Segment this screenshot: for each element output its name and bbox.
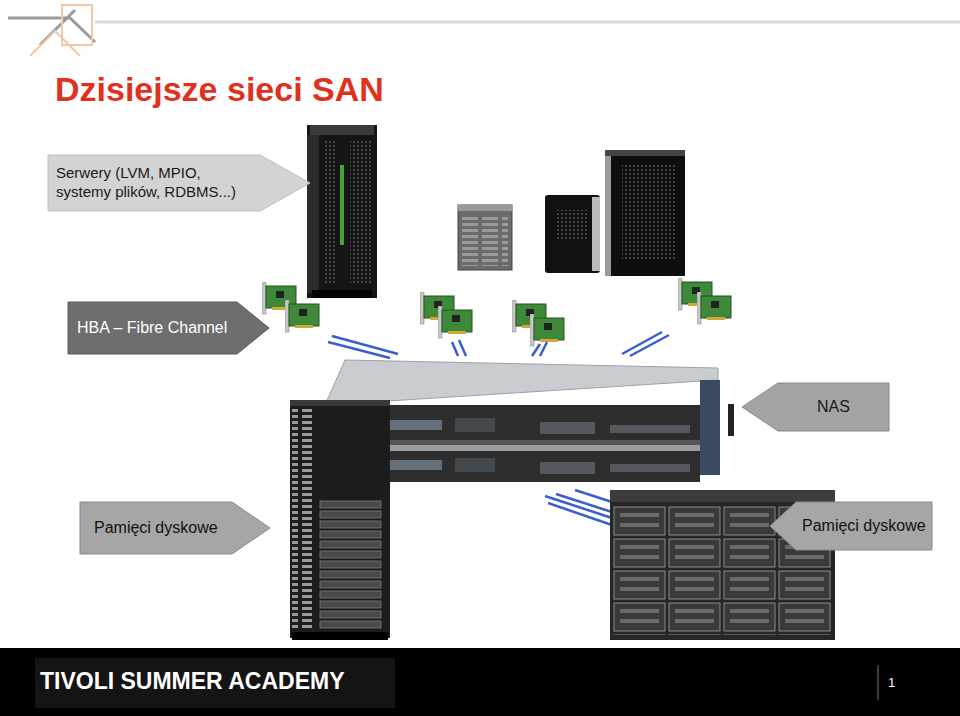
server xyxy=(458,205,512,270)
callout-fill xyxy=(742,383,889,431)
callout-arrow: HBA – Fibre Channel xyxy=(68,302,269,354)
fibre-cable xyxy=(548,503,612,525)
logo-stroke xyxy=(30,31,80,56)
server-front xyxy=(462,214,508,266)
callout-fill xyxy=(68,302,269,354)
server-bay xyxy=(610,464,690,472)
callout-text: Serwery (LVM, MPIO, systemy plików, RDBM… xyxy=(56,164,252,202)
callout-text: NAS xyxy=(817,397,850,417)
logo-stroke xyxy=(8,18,95,42)
callout-label: HBA – Fibre Channel xyxy=(77,318,227,338)
callout-label: Pamięci dyskowe xyxy=(802,516,926,536)
tower-edge xyxy=(592,197,600,271)
hba-card xyxy=(438,306,472,338)
storage-rack-top xyxy=(290,400,390,406)
mainframe xyxy=(307,125,377,298)
mainframe-grill xyxy=(350,140,372,285)
slide-title: Dzisiejsze sieci SAN xyxy=(55,70,384,109)
callout-text: Pamięci dyskowe xyxy=(94,518,218,538)
fibre-cable xyxy=(556,494,612,512)
fibre-cable xyxy=(540,342,547,356)
logo-frame xyxy=(62,5,92,45)
tower-server xyxy=(545,195,600,273)
page-number: 1 xyxy=(888,675,895,690)
callout-shape xyxy=(742,383,889,431)
callout-fill xyxy=(770,502,932,550)
tower-top xyxy=(605,150,685,156)
storage-drives xyxy=(318,500,383,630)
hba-card xyxy=(530,314,564,346)
server-bay xyxy=(610,425,690,433)
tower-edge xyxy=(605,150,611,276)
server-bay xyxy=(540,422,595,434)
server-connectors xyxy=(700,380,720,475)
callout-fill xyxy=(48,155,310,211)
storage-rack-base xyxy=(292,632,388,640)
server-top xyxy=(458,205,512,211)
mainframe-base xyxy=(312,290,372,298)
mainframe-side xyxy=(307,135,319,293)
fibre-cable xyxy=(532,344,540,356)
callout-arrow: Pamięci dyskowe xyxy=(770,502,932,550)
mainframe-grill xyxy=(324,140,336,285)
footer-divider xyxy=(878,665,879,700)
callout-fill xyxy=(80,502,270,554)
fibre-cable xyxy=(328,342,390,358)
rack-server-top xyxy=(325,360,718,405)
callout-arrow: Pamięci dyskowe xyxy=(80,502,270,554)
disk-array-top xyxy=(610,490,835,502)
storage-rack xyxy=(290,400,390,638)
callout-label: Serwery (LVM, MPIO, systemy plików, RDBM… xyxy=(56,164,252,202)
server-controls xyxy=(455,458,495,472)
fibre-cable xyxy=(575,490,612,502)
fibre-cable xyxy=(452,342,458,356)
top-rule xyxy=(95,21,960,24)
mainframe-light xyxy=(340,165,344,245)
storage-rack-slots xyxy=(292,408,312,630)
tower-vent xyxy=(555,210,587,240)
fibre-cable xyxy=(630,335,669,356)
nas-device xyxy=(728,404,734,436)
callout-arrow: Serwery (LVM, MPIO, systemy plików, RDBM… xyxy=(48,155,310,211)
hba-card xyxy=(697,292,731,324)
footer-panel xyxy=(35,658,395,708)
callout-label: NAS xyxy=(817,397,850,417)
mainframe-cap xyxy=(310,125,374,135)
callout-text: Pamięci dyskowe xyxy=(802,516,926,536)
callout-text: HBA – Fibre Channel xyxy=(77,318,227,338)
footer-bar xyxy=(0,648,960,716)
tower-server xyxy=(605,150,685,276)
footer-brand: TIVOLI SUMMER ACADEMY xyxy=(40,668,345,695)
server-bay xyxy=(540,462,595,474)
hba-card xyxy=(285,300,319,332)
callout-label: Pamięci dyskowe xyxy=(94,518,218,538)
callout-arrow: NAS xyxy=(742,383,889,431)
fibre-cable xyxy=(459,340,466,356)
server-controls xyxy=(455,418,495,432)
tower-vent xyxy=(622,165,677,260)
